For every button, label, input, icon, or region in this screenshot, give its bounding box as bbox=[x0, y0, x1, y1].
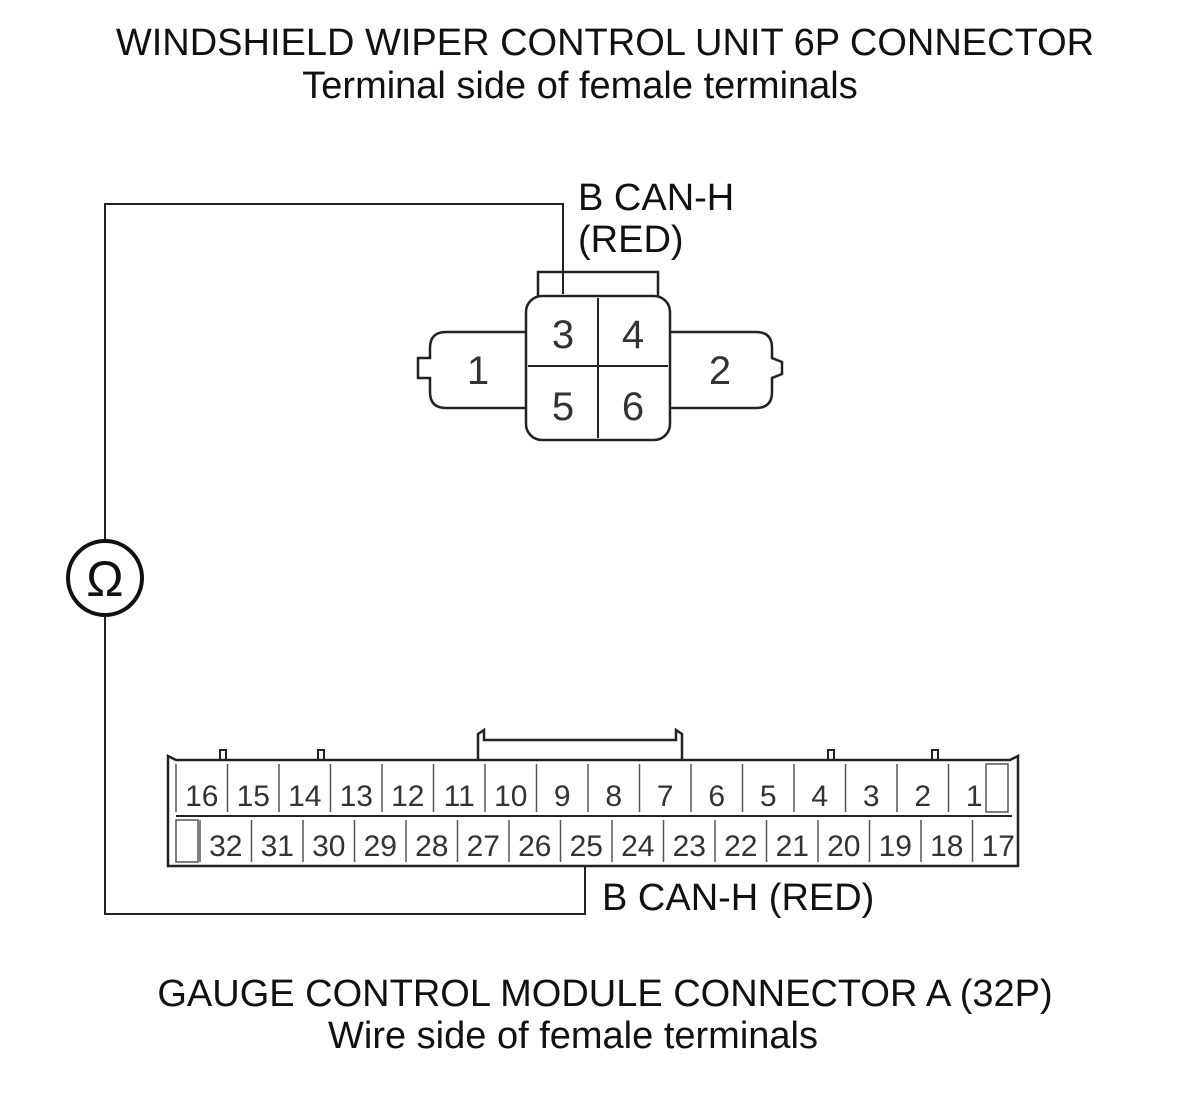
lower-terminal-5: 5 bbox=[760, 780, 777, 813]
upper-terminal-1: 1 bbox=[467, 349, 489, 393]
lower-terminal-23: 23 bbox=[673, 830, 706, 863]
lower-terminal-17: 17 bbox=[982, 830, 1015, 863]
lower-terminal-16: 16 bbox=[185, 780, 218, 813]
lower-terminal-27: 27 bbox=[467, 830, 500, 863]
lower-32p-connector bbox=[166, 727, 1020, 868]
probe-wire-lower bbox=[104, 608, 586, 915]
lower-terminal-21: 21 bbox=[776, 830, 809, 863]
lower-connector-title: GAUGE CONTROL MODULE CONNECTOR A (32P) bbox=[157, 973, 1052, 1015]
upper-terminal-3: 3 bbox=[552, 313, 574, 357]
probe-wire bbox=[104, 203, 564, 548]
upper-terminal-6: 6 bbox=[622, 385, 644, 429]
lower-terminal-12: 12 bbox=[391, 780, 424, 813]
svg-text:Ω: Ω bbox=[86, 551, 123, 607]
upper-probe-label: B CAN-H bbox=[578, 177, 734, 219]
upper-terminal-4: 4 bbox=[622, 313, 644, 357]
lower-terminal-28: 28 bbox=[415, 830, 448, 863]
lower-terminal-29: 29 bbox=[364, 830, 397, 863]
ohmmeter-icon: Ω bbox=[66, 539, 144, 617]
lower-terminal-6: 6 bbox=[708, 780, 725, 813]
upper-6p-connector bbox=[416, 270, 784, 442]
lower-terminal-22: 22 bbox=[724, 830, 757, 863]
lower-terminal-13: 13 bbox=[340, 780, 373, 813]
lower-terminal-7: 7 bbox=[657, 780, 674, 813]
upper-terminal-2: 2 bbox=[709, 349, 731, 393]
upper-connector-subtitle: Terminal side of female terminals bbox=[302, 65, 857, 107]
lower-terminal-18: 18 bbox=[930, 830, 963, 863]
lower-terminal-9: 9 bbox=[554, 780, 571, 813]
lower-terminal-31: 31 bbox=[261, 830, 294, 863]
lower-terminal-20: 20 bbox=[827, 830, 860, 863]
lower-terminal-1: 1 bbox=[966, 780, 983, 813]
lower-terminal-25: 25 bbox=[570, 830, 603, 863]
lower-terminal-19: 19 bbox=[879, 830, 912, 863]
lower-probe-label: B CAN-H (RED) bbox=[602, 877, 874, 919]
lower-terminal-2: 2 bbox=[914, 780, 931, 813]
upper-terminal-5: 5 bbox=[552, 385, 574, 429]
upper-probe-color: (RED) bbox=[578, 219, 684, 261]
lower-terminal-24: 24 bbox=[621, 830, 654, 863]
lower-terminal-26: 26 bbox=[518, 830, 551, 863]
lower-terminal-30: 30 bbox=[312, 830, 345, 863]
lower-terminal-10: 10 bbox=[494, 780, 527, 813]
lower-terminal-8: 8 bbox=[605, 780, 622, 813]
upper-connector-title: WINDSHIELD WIPER CONTROL UNIT 6P CONNECT… bbox=[116, 22, 1094, 64]
lower-terminal-15: 15 bbox=[237, 780, 270, 813]
lower-terminal-3: 3 bbox=[863, 780, 880, 813]
lower-terminal-14: 14 bbox=[288, 780, 321, 813]
lower-terminal-4: 4 bbox=[811, 780, 828, 813]
lower-terminal-32: 32 bbox=[209, 830, 242, 863]
lower-terminal-11: 11 bbox=[444, 780, 475, 813]
lower-connector-subtitle: Wire side of female terminals bbox=[328, 1015, 818, 1057]
